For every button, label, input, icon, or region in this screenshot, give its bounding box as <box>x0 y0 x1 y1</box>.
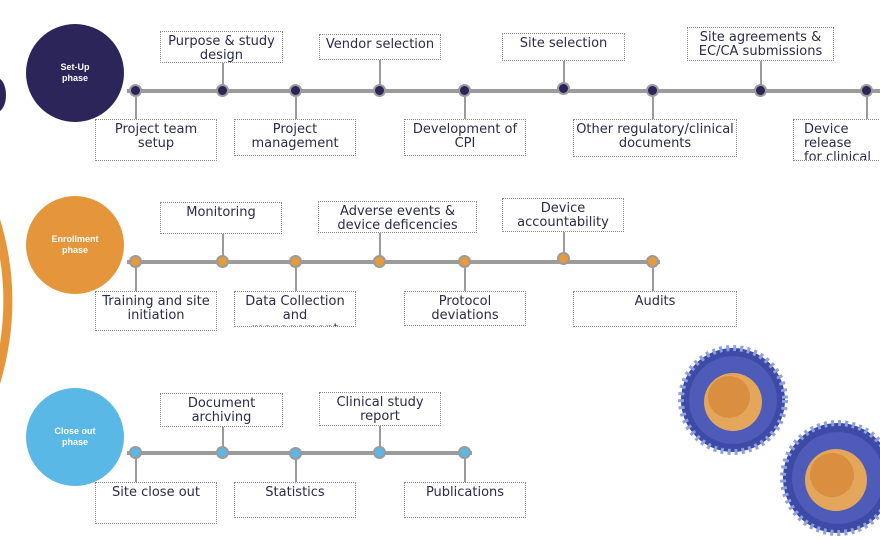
closeout-node <box>373 446 386 459</box>
stem <box>652 97 654 119</box>
enrollment-timeline <box>127 260 660 264</box>
closeout-node <box>458 446 471 459</box>
closeout-node <box>289 447 302 460</box>
stem <box>295 97 297 119</box>
left-orange-arc <box>0 219 13 384</box>
enrollment-node <box>458 255 471 268</box>
stem <box>464 97 466 119</box>
setup-node <box>646 84 659 97</box>
stem <box>563 232 565 258</box>
enrollment-node <box>289 255 302 268</box>
enrollment-node <box>373 255 386 268</box>
stem <box>563 61 565 89</box>
stem <box>464 459 466 482</box>
stem <box>652 268 654 291</box>
stem <box>379 424 381 451</box>
stem <box>760 61 762 89</box>
stem <box>295 459 297 482</box>
setup-timeline <box>127 89 880 93</box>
enrollment-phase-circle: Enrollment phase <box>26 196 124 294</box>
stem <box>295 268 297 291</box>
closeout-node <box>216 446 229 459</box>
setup-node <box>129 84 142 97</box>
stem <box>135 459 137 482</box>
training-site-initiation-box: Training and site initiation <box>95 291 217 331</box>
stem <box>464 268 466 291</box>
other-regulatory-box: Other regulatory/clinical documents <box>573 119 737 157</box>
setup-node <box>860 84 873 97</box>
purpose-study-design-box: Purpose & study design <box>160 31 283 63</box>
device-accountability-box: Device accountability <box>502 198 624 232</box>
setup-node <box>754 84 767 97</box>
publications-box: Publications <box>404 482 526 518</box>
stem <box>379 59 381 89</box>
cell-illustration-1 <box>678 345 788 455</box>
clinical-study-report-box: Clinical study report <box>319 392 441 426</box>
stem <box>222 233 224 260</box>
stem <box>135 97 137 119</box>
document-archiving-box: Document archiving <box>160 393 283 427</box>
project-management-box: Project management <box>234 119 356 156</box>
stem <box>866 97 868 119</box>
setup-node <box>557 82 570 95</box>
setup-node <box>373 84 386 97</box>
setup-node <box>289 84 302 97</box>
setup-phase-circle: Set-Up phase <box>26 24 124 122</box>
statistics-box: Statistics <box>234 482 356 518</box>
development-cpi-box: Development of CPI <box>404 119 526 156</box>
enrollment-node <box>557 252 570 265</box>
stem <box>222 425 224 451</box>
closeout-phase-circle: Close out phase <box>26 388 124 486</box>
stem <box>222 61 224 89</box>
closeout-node <box>129 446 142 459</box>
project-team-setup-box: Project team setup <box>95 119 217 161</box>
adverse-events-box: Adverse events & device deficencies <box>318 201 477 233</box>
protocol-deviations-box: Protocol deviations <box>404 291 526 326</box>
device-release-box: Device release for clinical study <box>793 119 880 161</box>
site-agreements-box: Site agreements & EC/CA submissions <box>687 27 834 61</box>
site-selection-box: Site selection <box>502 33 625 61</box>
audits-box: Audits <box>573 291 737 327</box>
data-collection-box: Data Collection and management <box>234 291 356 327</box>
enrollment-node <box>646 255 659 268</box>
setup-node <box>458 84 471 97</box>
stem <box>135 268 137 291</box>
cell-illustration-2 <box>780 420 880 536</box>
left-navy-shape <box>0 78 6 112</box>
setup-node <box>216 84 229 97</box>
vendor-selection-box: Vendor selection <box>319 34 441 60</box>
enrollment-node <box>216 255 229 268</box>
enrollment-node <box>129 255 142 268</box>
monitoring-box: Monitoring <box>160 202 282 234</box>
site-close-out-box: Site close out <box>95 482 217 524</box>
stem <box>379 232 381 260</box>
